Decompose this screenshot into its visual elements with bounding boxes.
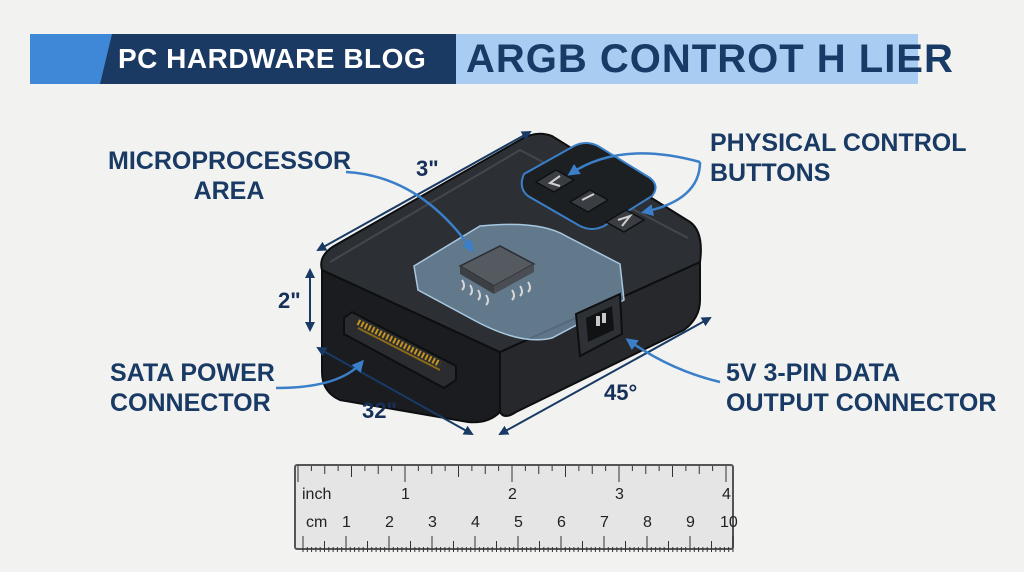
label-sata-line1: SATA POWER: [110, 359, 275, 387]
button-middle[interactable]: [568, 189, 610, 213]
label-output-line1: 5V 3-PIN DATA: [726, 359, 901, 387]
page-title: ARGB CONTROT H LIER: [466, 37, 954, 81]
label-sata-line2: CONNECTOR: [110, 389, 271, 417]
ruler-cm-2: 2: [385, 514, 394, 531]
label-buttons-line2: BUTTONS: [710, 159, 831, 187]
dimension-bottom-right: 45°: [604, 380, 638, 405]
dimension-height: 2": [278, 288, 301, 313]
button-right[interactable]: [604, 209, 646, 233]
ruler-cm-5: 5: [514, 514, 523, 531]
ruler-cm-6: 6: [557, 514, 566, 531]
ruler-cm-3: 3: [428, 514, 437, 531]
ruler-inch-1: 1: [401, 486, 410, 503]
dimension-lines: [305, 131, 712, 435]
ruler: inch cm 1 2 3 4 1 2 3 4 5 6 7 8 9 10: [294, 464, 738, 552]
chevron-right-icon: [617, 213, 633, 227]
ruler-cm-7: 7: [600, 514, 609, 531]
ruler-unit-inch: inch: [302, 486, 332, 503]
ruler-unit-cm: cm: [306, 514, 328, 531]
ruler-cm-10: 10: [720, 514, 738, 531]
callout-arrows: [275, 152, 721, 390]
label-microprocessor: MICROPROCESSOR AREA: [108, 146, 352, 206]
banner-accent-stripe: [30, 34, 112, 84]
label-buttons-line1: PHYSICAL CONTROL: [710, 129, 967, 157]
label-buttons: PHYSICAL CONTROL BUTTONS: [710, 128, 967, 188]
label-sata: SATA POWER CONNECTOR: [110, 358, 275, 418]
label-microprocessor-line2: AREA: [193, 177, 265, 205]
dimension-bottom-left: 32": [362, 398, 397, 423]
ruler-cm-1: 1: [342, 514, 351, 531]
ruler-cm-4: 4: [471, 514, 480, 531]
banner-right-block: [456, 34, 918, 84]
label-microprocessor-line1: MICROPROCESSOR: [108, 147, 352, 175]
blog-title: PC HARDWARE BLOG: [118, 43, 427, 74]
banner-left-block: [100, 34, 456, 84]
ruler-ticks: [297, 466, 734, 552]
label-output-line2: OUTPUT CONNECTOR: [726, 389, 997, 417]
header-banner: PC HARDWARE BLOG ARGB CONTROT H LIER: [0, 0, 1024, 100]
ruler-inch-4: 4: [722, 486, 731, 503]
label-output: 5V 3-PIN DATA OUTPUT CONNECTOR: [726, 358, 996, 418]
microprocessor-chip-icon: [458, 245, 536, 306]
button-left[interactable]: [534, 169, 576, 193]
dash-icon: [581, 193, 595, 201]
ruler-inch-2: 2: [508, 486, 517, 503]
ruler-cm-9: 9: [686, 514, 695, 531]
ruler-cm-8: 8: [643, 514, 652, 531]
ruler-inch-3: 3: [615, 486, 624, 503]
dimension-top: 3": [416, 156, 439, 181]
chevron-left-icon: [547, 175, 561, 187]
